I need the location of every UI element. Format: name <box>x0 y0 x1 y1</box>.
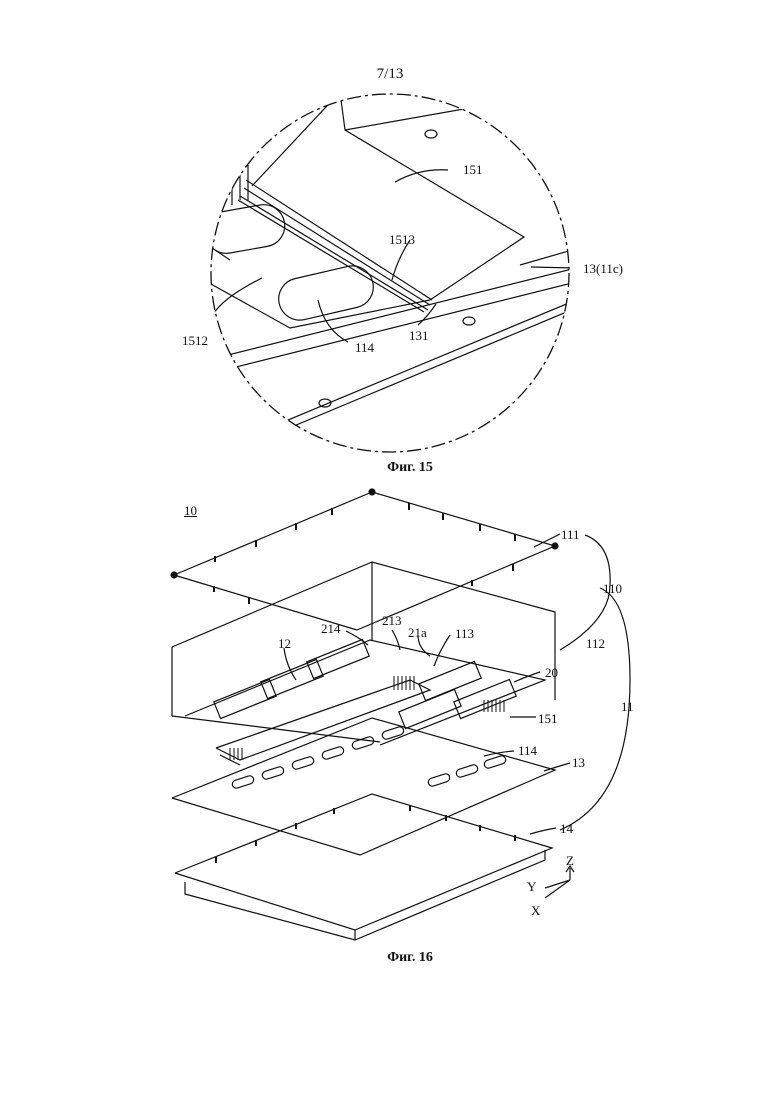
label-151: 151 <box>538 712 558 725</box>
label-14: 14 <box>560 822 573 835</box>
label-20: 20 <box>545 666 558 679</box>
axis-label-z: Z <box>566 854 574 867</box>
label-111: 111 <box>561 528 580 541</box>
label-213: 213 <box>382 614 402 627</box>
label-214: 214 <box>321 622 341 635</box>
axis-label-x: X <box>531 904 540 917</box>
label-12: 12 <box>278 637 291 650</box>
label-113: 113 <box>455 627 474 640</box>
label-112: 112 <box>586 637 605 650</box>
label-110: 110 <box>603 582 622 595</box>
label-11: 11 <box>621 700 634 713</box>
label-10: 10 <box>184 504 197 517</box>
label-114: 114 <box>518 744 537 757</box>
axis-label-y: Y <box>527 880 536 893</box>
label-21a: 21a <box>408 626 427 639</box>
label-13: 13 <box>572 756 585 769</box>
figure-16-caption: Фиг. 16 <box>0 950 780 966</box>
